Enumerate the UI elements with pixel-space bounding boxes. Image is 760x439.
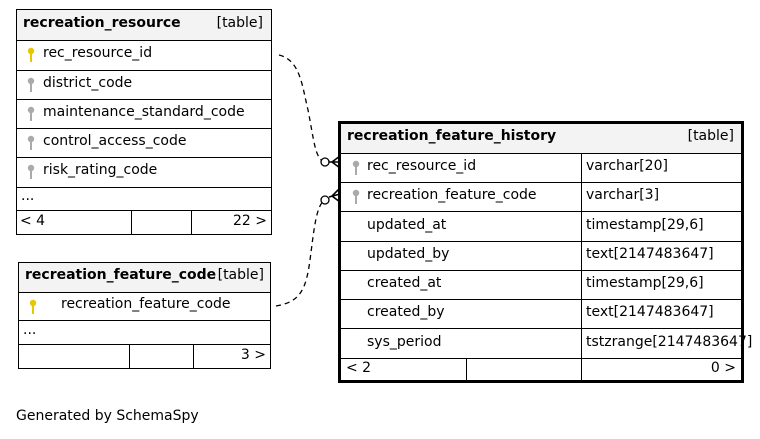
more-columns-row[interactable]: ... (19, 321, 270, 345)
column-type: varchar[3] (586, 187, 660, 203)
table-row[interactable]: updated_at timestamp[29,6] (341, 212, 741, 242)
foreign-key-icon (352, 189, 360, 204)
relationship-line-rec-resource-id (278, 54, 326, 163)
table-row[interactable]: recreation_feature_code (19, 293, 270, 321)
table-row[interactable]: sys_period tstzrange[2147483647] (341, 329, 752, 359)
primary-key-icon (29, 299, 37, 314)
table-name: recreation_feature_code (25, 267, 217, 283)
column-name: created_by (367, 304, 445, 320)
table-header: recreation_feature_history [table] (341, 124, 741, 154)
table-row[interactable]: control_access_code (17, 129, 271, 158)
relationship-line-recreation-feature-code (275, 199, 326, 307)
table-row[interactable]: created_by text[2147483647] (341, 300, 741, 329)
table-type-tag: [table] (687, 128, 734, 144)
foreign-key-icon (352, 160, 360, 175)
column-type: timestamp[29,6] (586, 217, 704, 233)
column-name: risk_rating_code (43, 162, 158, 178)
table-recreation-feature-code[interactable]: recreation_feature_code [table] recreati… (18, 262, 271, 369)
children-count[interactable]: 22 > (233, 213, 267, 229)
table-row[interactable]: updated_by text[2147483647] (341, 242, 741, 271)
column-name: recreation_feature_code (367, 187, 537, 203)
children-count[interactable]: 3 > (240, 347, 266, 363)
table-footer: 3 > (19, 345, 270, 368)
table-row[interactable]: recreation_feature_code varchar[3] (341, 183, 741, 212)
table-row[interactable]: rec_resource_id varchar[20] (341, 154, 741, 183)
parents-count[interactable]: < 4 (20, 213, 46, 229)
column-name: updated_at (367, 217, 447, 233)
more-columns-row[interactable]: ... (17, 188, 271, 211)
column-name: rec_resource_id (43, 45, 153, 61)
column-name: recreation_feature_code (61, 296, 231, 312)
table-recreation-feature-history[interactable]: recreation_feature_history [table] rec_r… (338, 121, 752, 383)
table-row[interactable]: risk_rating_code (17, 158, 271, 188)
foreign-key-icon (27, 164, 35, 179)
table-row[interactable]: created_at timestamp[29,6] (341, 271, 741, 300)
column-name: rec_resource_id (367, 158, 477, 174)
table-footer: < 2 0 > (341, 359, 741, 380)
column-name: maintenance_standard_code (43, 104, 245, 120)
generated-by-footer: Generated by SchemaSpy (16, 408, 199, 424)
table-header: recreation_resource [table] (17, 10, 271, 41)
table-type-tag: [table] (217, 267, 264, 283)
table-row[interactable]: district_code (17, 71, 271, 100)
column-type: text[2147483647] (586, 304, 714, 320)
foreign-key-icon (27, 106, 35, 121)
table-header: recreation_feature_code [table] (19, 263, 270, 293)
column-name: control_access_code (43, 133, 187, 149)
foreign-key-icon (27, 77, 35, 92)
column-name: updated_by (367, 246, 450, 262)
column-type: varchar[20] (586, 158, 668, 174)
table-type-tag: [table] (216, 15, 263, 31)
children-count[interactable]: 0 > (710, 360, 736, 376)
parents-count[interactable]: < 2 (346, 360, 372, 376)
ellipsis: ... (21, 188, 35, 204)
primary-key-icon (27, 47, 35, 62)
column-type: text[2147483647] (586, 246, 714, 262)
ellipsis: ... (23, 322, 37, 338)
table-footer: < 4 22 > (17, 211, 271, 234)
table-row[interactable]: rec_resource_id (17, 41, 271, 71)
column-type: tstzrange[2147483647] (586, 334, 753, 350)
table-row[interactable]: maintenance_standard_code (17, 100, 271, 129)
optional-marker-circle (320, 195, 330, 205)
table-name: recreation_feature_history (347, 128, 557, 144)
column-type: timestamp[29,6] (586, 275, 704, 291)
column-name: sys_period (367, 334, 442, 350)
column-name: created_at (367, 275, 442, 291)
table-name: recreation_resource (23, 15, 181, 31)
table-recreation-resource[interactable]: recreation_resource [table] rec_resource… (16, 9, 272, 235)
optional-marker-circle (320, 157, 330, 167)
foreign-key-icon (27, 135, 35, 150)
column-name: district_code (43, 75, 133, 91)
